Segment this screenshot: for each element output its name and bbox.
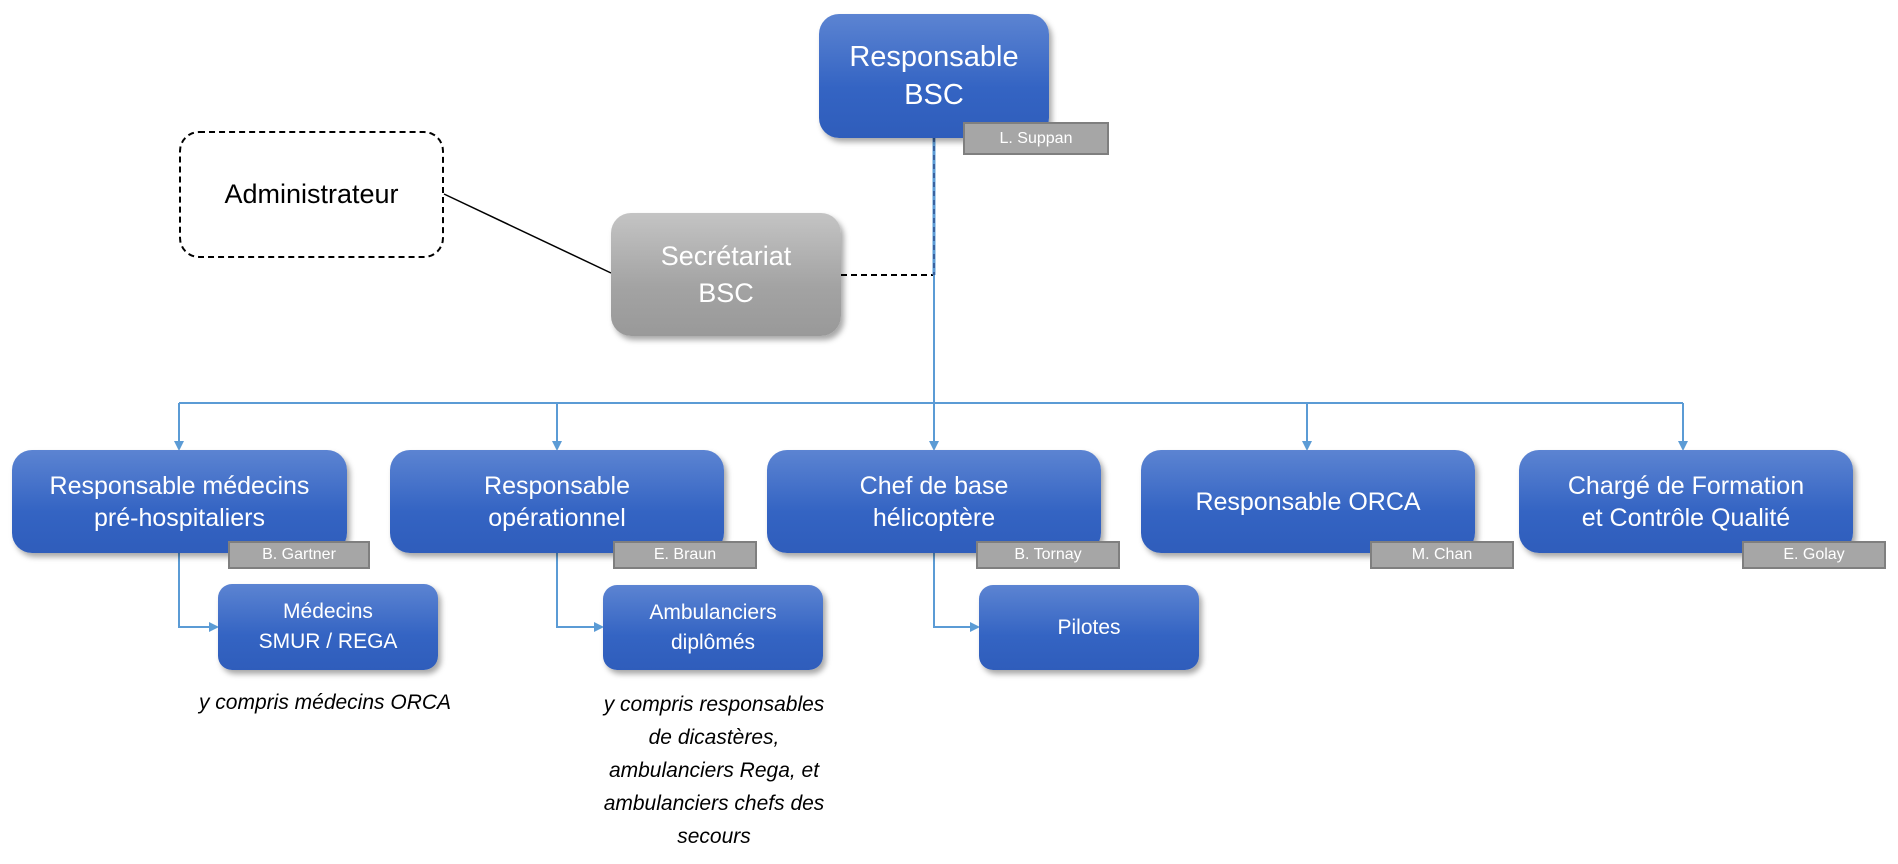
node-medecins-smur-rega: Médecins SMUR / REGA	[218, 584, 438, 670]
arrow-sub-1	[178, 553, 219, 632]
node-dept-formation: Chargé de Formation et Contrôle Qualité	[1519, 450, 1853, 553]
node-dept-operationnel: Responsable opérationnel	[390, 450, 724, 553]
name-tag: B. Tornay	[976, 541, 1120, 569]
node-dept-orca: Responsable ORCA	[1141, 450, 1475, 553]
node-ambulanciers: Ambulanciers diplômés	[603, 585, 823, 670]
arrow-sub-2	[556, 553, 604, 632]
name-tag: E. Braun	[613, 541, 757, 569]
node-administrateur: Administrateur	[179, 131, 444, 258]
name-tag: E. Golay	[1742, 541, 1886, 569]
name-tag: M. Chan	[1370, 541, 1514, 569]
node-dept-medecins: Responsable médecins pré-hospitaliers	[12, 450, 347, 553]
name-tag: L. Suppan	[963, 122, 1109, 155]
name-tag: B. Gartner	[228, 541, 370, 569]
arrow-sub-3	[933, 553, 980, 632]
note-ambulanciers: y compris responsables de dicastères, am…	[603, 693, 825, 848]
note-medecins: y compris médecins ORCA	[198, 691, 452, 714]
node-dept-helicoptere: Chef de base hélicoptère	[767, 450, 1101, 553]
admin-connector	[443, 193, 612, 274]
node-pilotes: Pilotes	[979, 585, 1199, 670]
node-secretariat: Secrétariat BSC	[611, 213, 841, 336]
node-responsable-bsc: Responsable BSC	[819, 14, 1049, 138]
